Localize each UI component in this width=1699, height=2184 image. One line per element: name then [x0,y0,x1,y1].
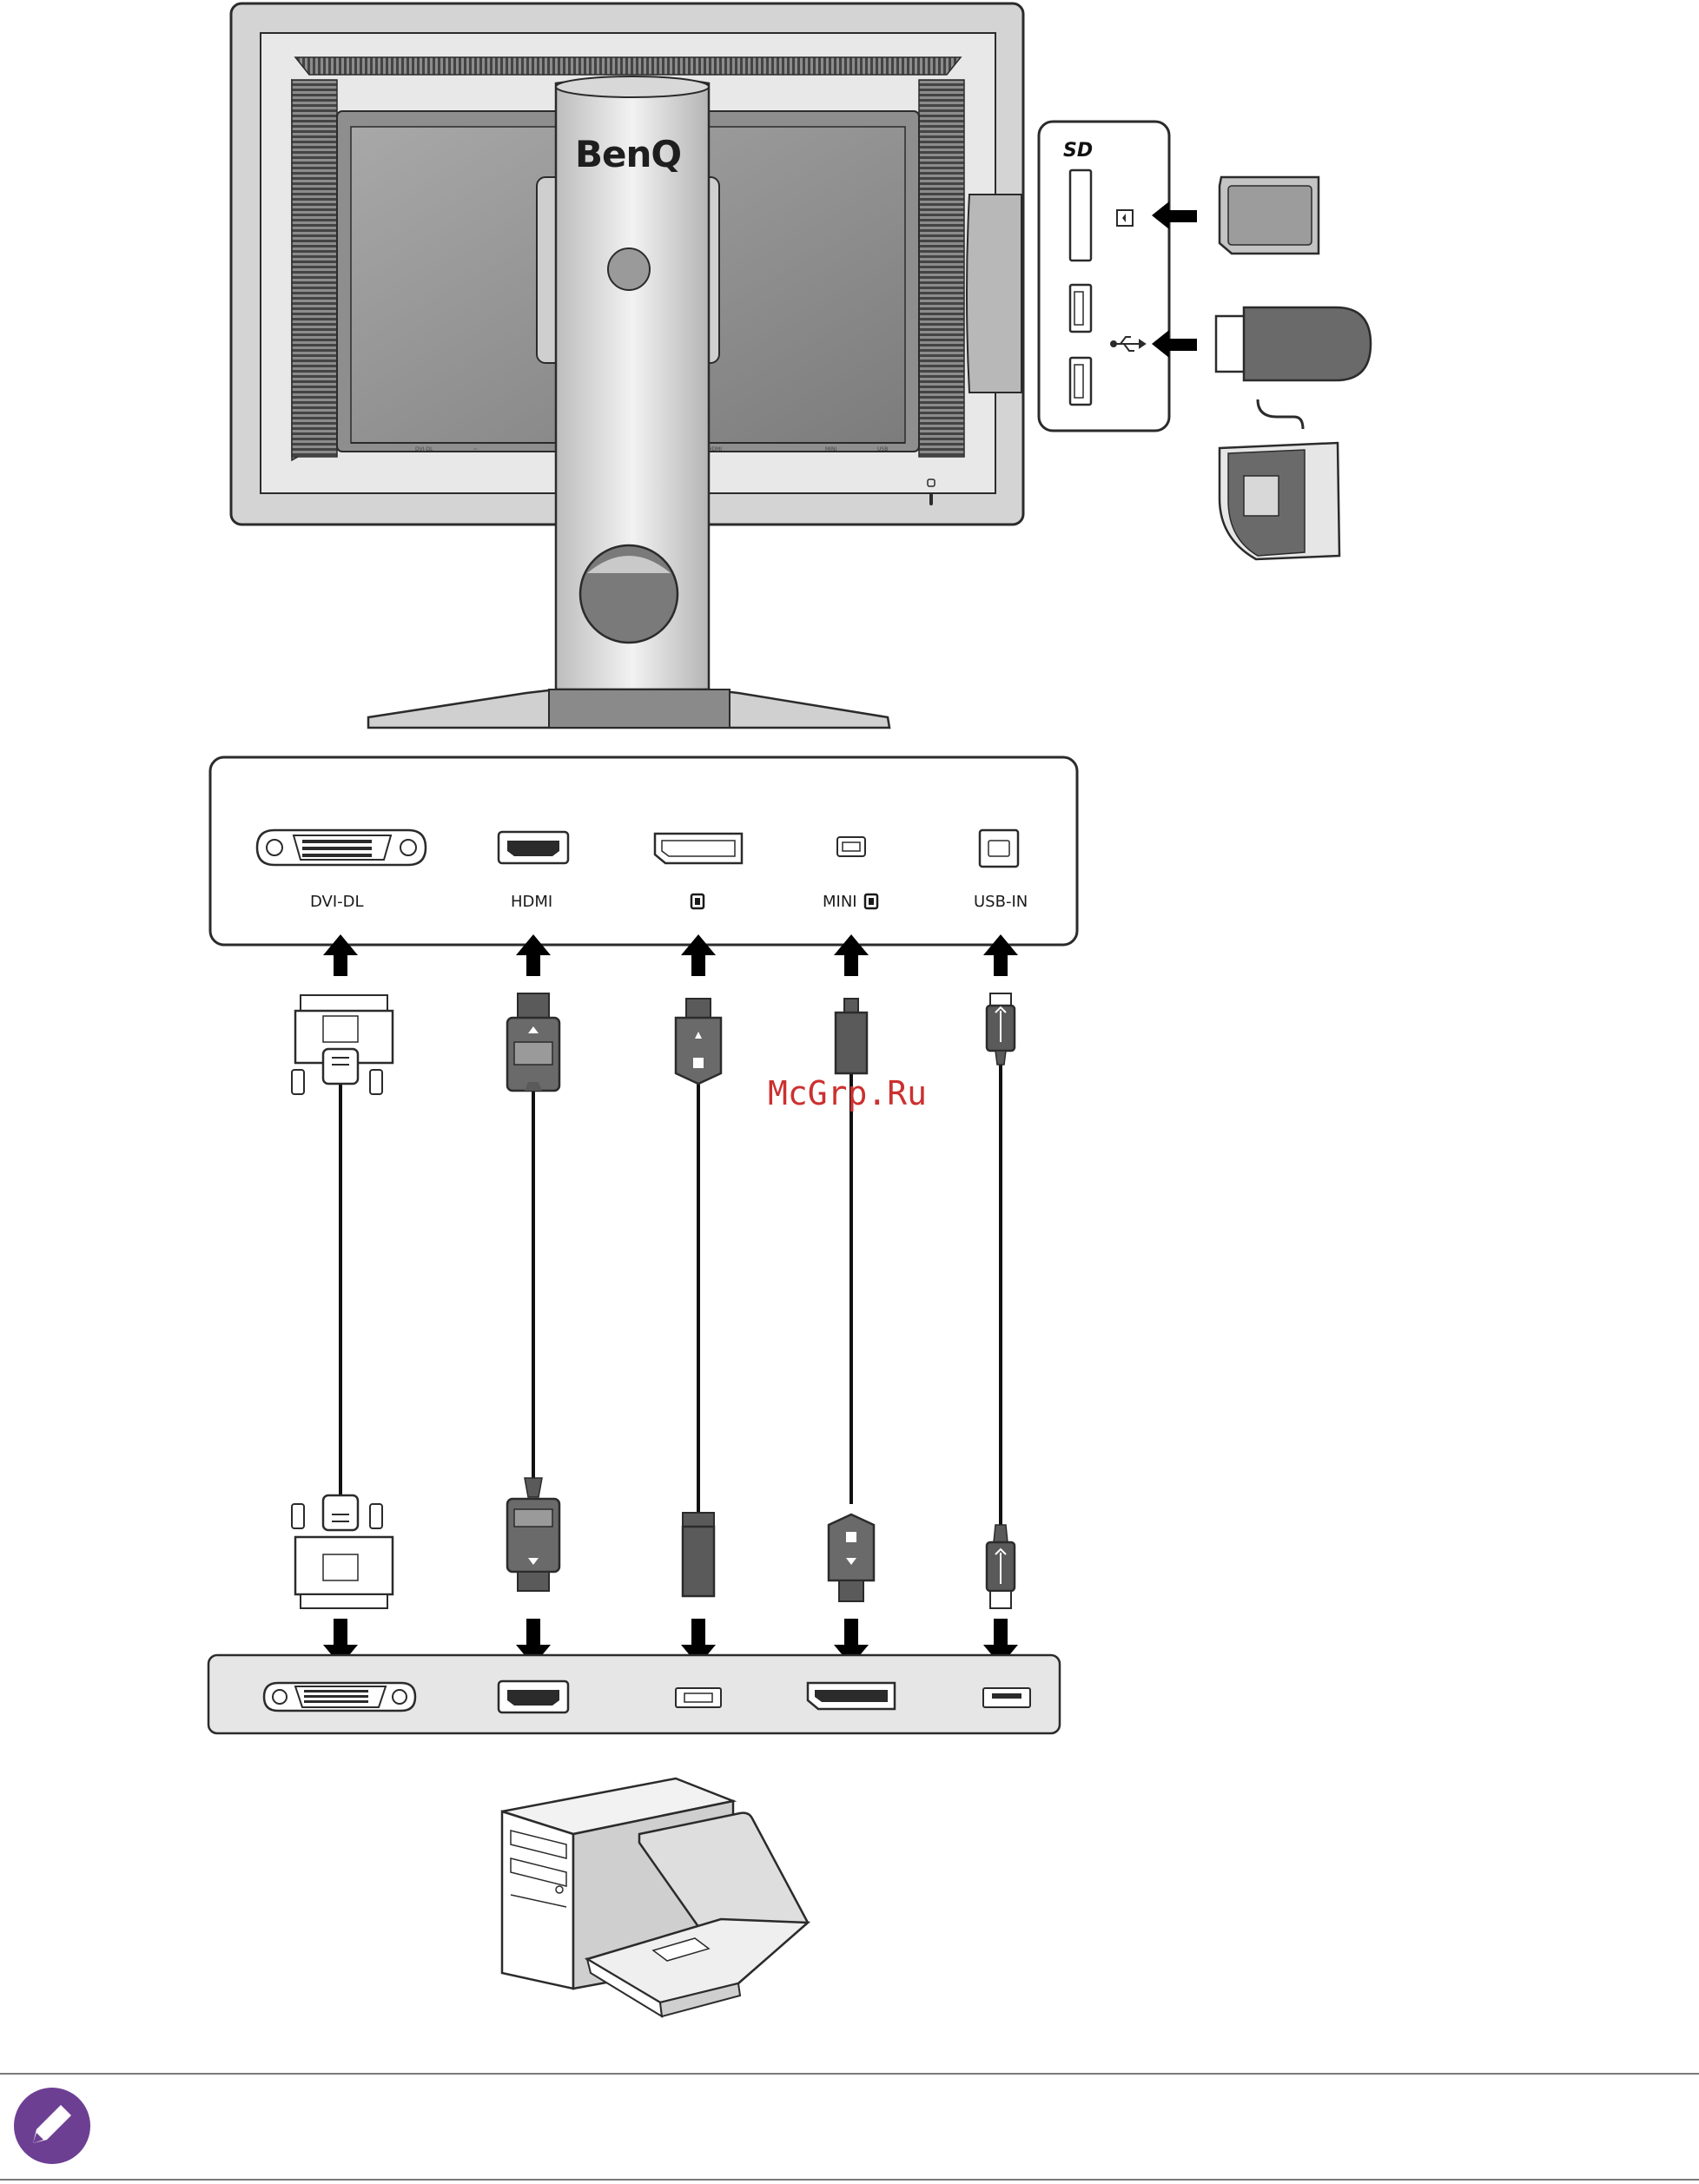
usb-connector-bottom [987,1525,1015,1608]
dvi-connector-top [292,995,393,1094]
hdmi-port[interactable] [499,832,568,863]
usb-stick [1216,307,1371,380]
rear-port-text: DVI-DL [415,446,433,452]
brand-logo: BenQ [575,133,681,175]
usb-label: USB-IN [974,893,1028,911]
usb-connector-top [987,993,1015,1065]
side-panel: SD [1039,122,1371,559]
note-bar [0,2074,1699,2180]
rear-power-text: ~ [473,446,478,452]
dvi-port[interactable] [257,830,426,865]
sd-card [1220,177,1319,254]
computer-port-panel [208,1655,1060,1733]
side-bump [967,195,1021,393]
dp-connector-top [676,999,721,1084]
rear-minidp-text: MINI [825,446,836,452]
sd-slot[interactable] [1070,170,1091,261]
port-panel: DVI-DL HDMI MINI US [210,757,1077,945]
hdmi-connector-bottom [507,1478,559,1591]
minidp-connector-top [836,999,867,1073]
computer-hdmi-port[interactable] [499,1681,568,1712]
displayport-port[interactable] [655,834,742,863]
rear-hdmi-text: HDMI [708,446,722,452]
right-vent [919,80,964,457]
cables [340,1065,1001,1525]
computer-minidp-port[interactable] [676,1688,721,1707]
sd-logo: SD [1063,140,1093,162]
minidp-connector-bottom [829,1514,874,1601]
computer-usb-port[interactable] [983,1688,1030,1707]
dvi-connector-bottom [292,1495,393,1608]
dvi-label: DVI-DL [310,893,364,911]
hdmi-label: HDMI [511,893,552,911]
pencil-icon [14,2088,90,2164]
computer-dp-port[interactable] [808,1683,895,1709]
rear-usb-text: USB [877,446,888,452]
watermark: McGrp.Ru [768,1074,927,1112]
top-vent [295,57,961,75]
hdmi-connector-top [507,993,559,1091]
minidp-label: MINI [823,893,857,911]
usb-sensor [1220,399,1339,559]
mini-displayport-port[interactable] [837,837,865,856]
computer-dvi-port[interactable] [264,1683,415,1711]
side-panel-frame [1039,122,1169,431]
usb-b-port[interactable] [980,830,1018,867]
left-vent [292,80,337,457]
stand-button [608,248,650,290]
monitor-back: DVI-DL ~ HDMI MINI USB BenQ [231,3,1023,728]
sd-card-icon [1117,210,1133,226]
dp-connector-bottom [683,1513,714,1596]
